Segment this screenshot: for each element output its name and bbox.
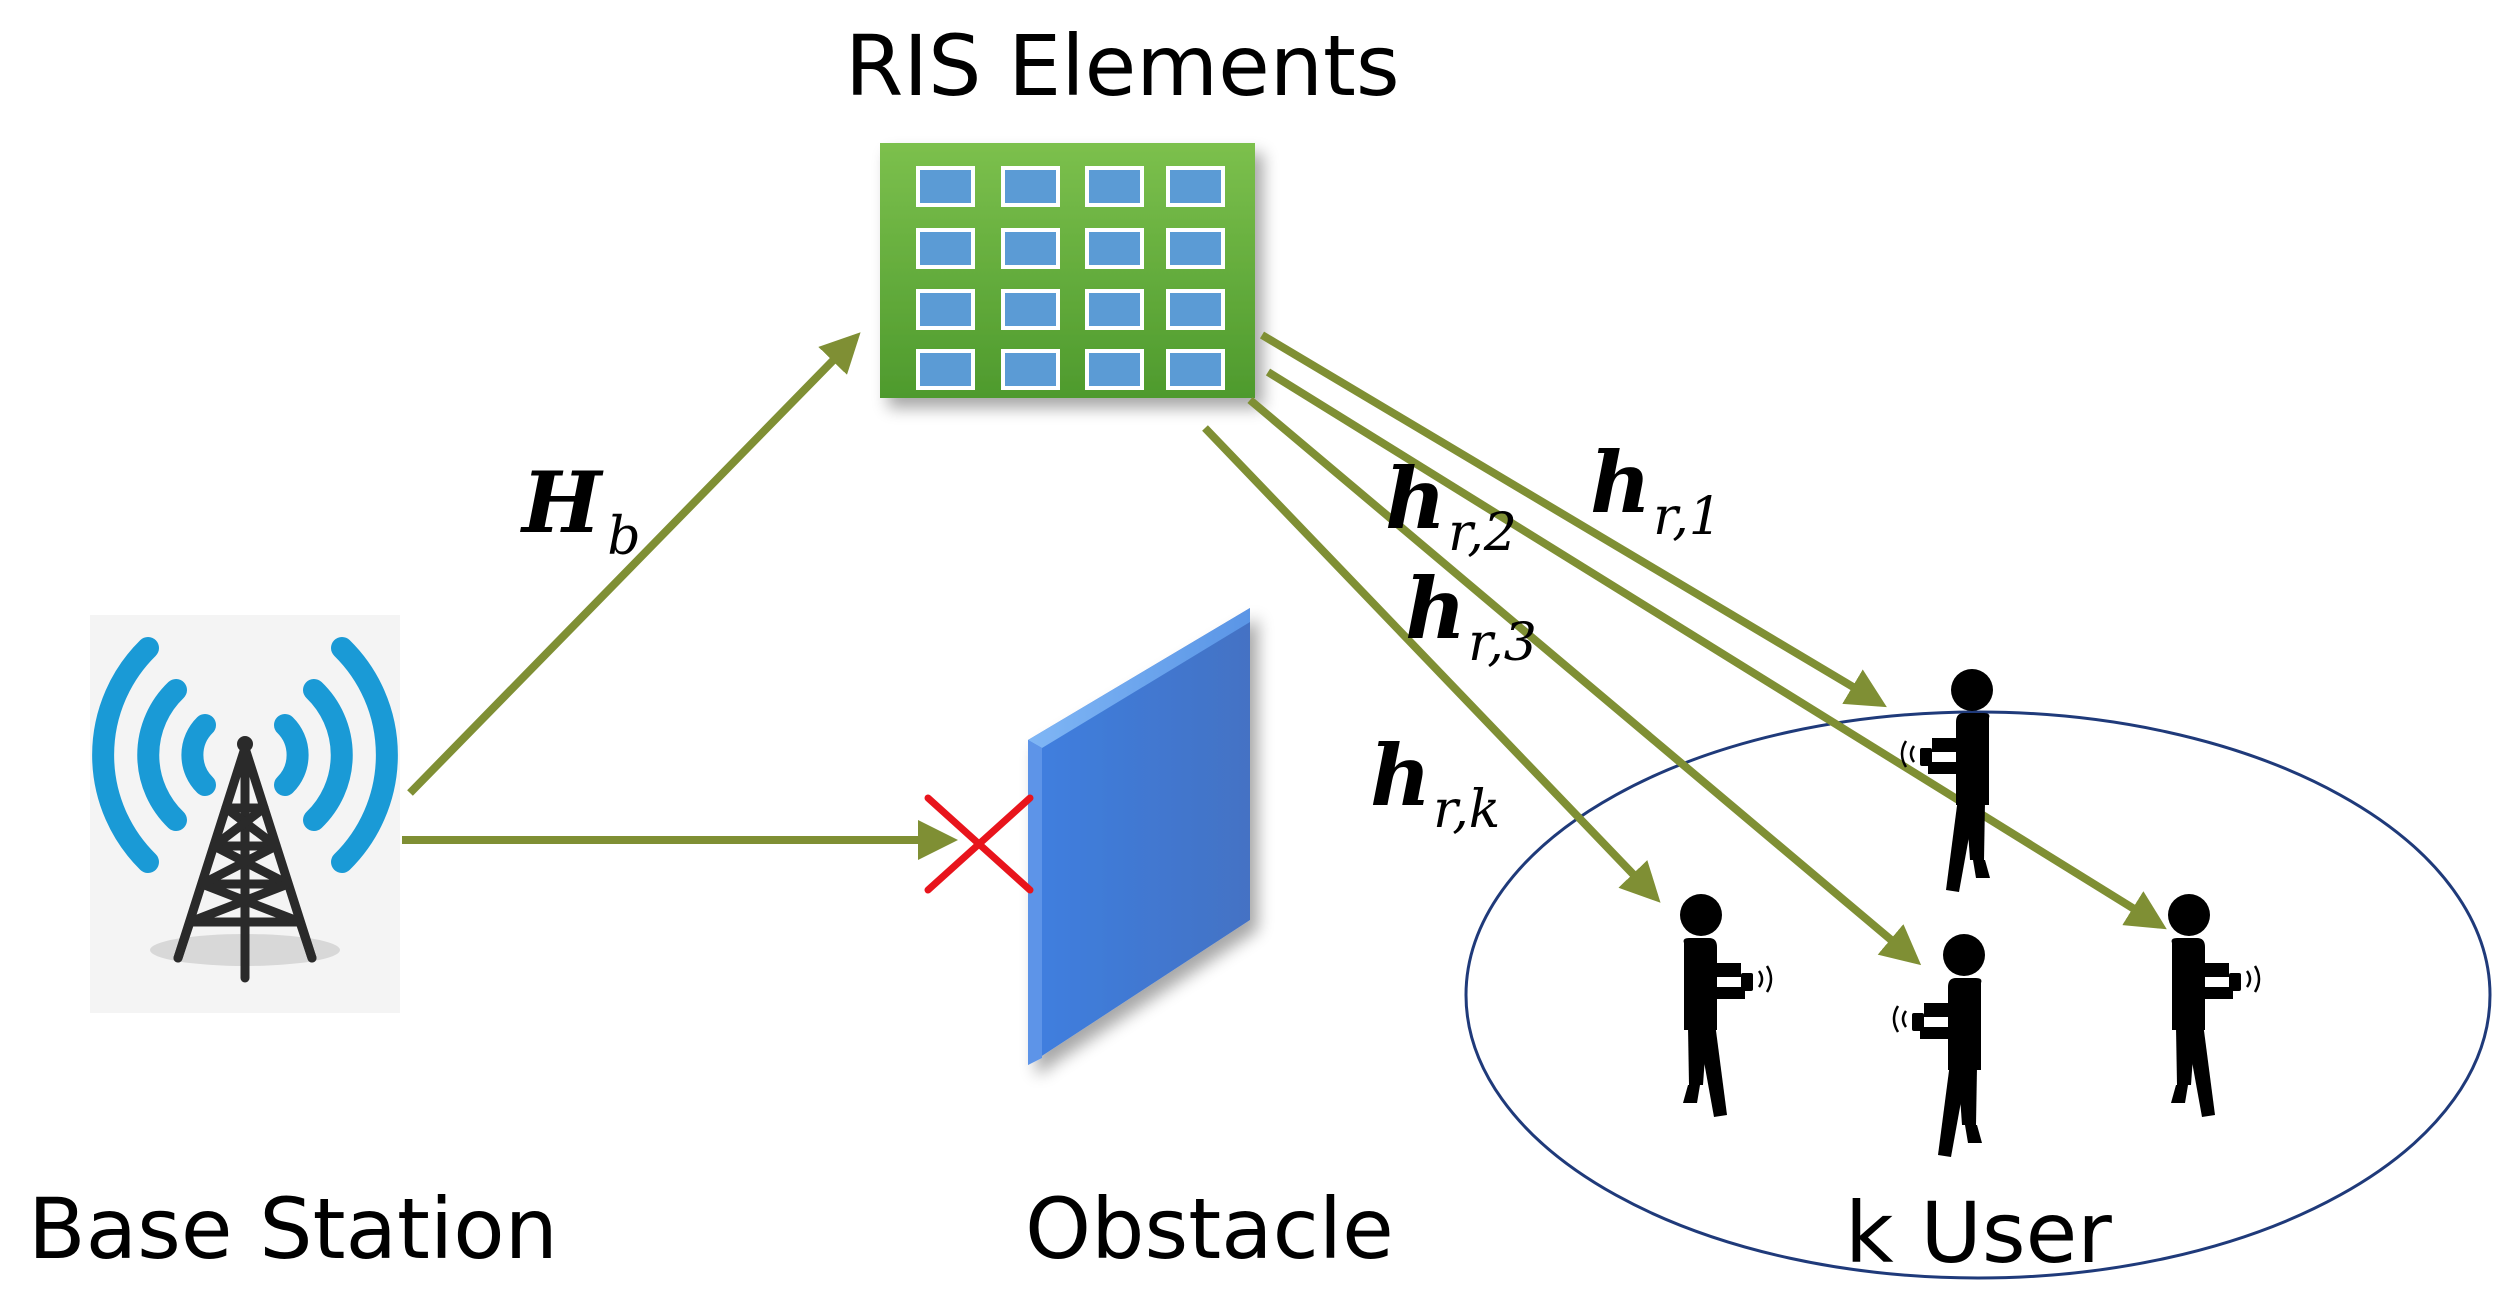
base-station-label: Base Station: [28, 1180, 558, 1278]
obstacle-label: Obstacle: [1025, 1180, 1394, 1278]
cross-mark-icon: [924, 794, 1034, 894]
channel-label-hrk: hr,k: [1370, 726, 1500, 840]
ris-panel: [880, 143, 1255, 398]
cell-tower-icon: [90, 615, 400, 1013]
arrow-bs-to-ris: [407, 332, 861, 796]
arrow-ris-to-user-1: [1259, 331, 1887, 708]
channel-label-hr2: hr,2: [1385, 449, 1517, 563]
ris-element-grid: [916, 166, 1225, 390]
person-with-phone-icon: [1902, 669, 1993, 892]
user-coverage-region: [1464, 710, 2492, 1280]
person-with-phone-icon: [1894, 934, 1985, 1157]
obstacle-wall: [1028, 608, 1250, 1065]
arrow-ris-to-user-k: [1202, 425, 1661, 903]
signal-waves-icon: [92, 637, 398, 873]
person-with-phone-icon: [2166, 892, 2261, 1119]
channel-label-hr3: hr,3: [1405, 559, 1537, 673]
ris-label: RIS Elements: [845, 17, 1400, 115]
arrow-ris-to-user-2: [1265, 368, 2167, 930]
arrow-ris-to-user-3: [1247, 396, 1922, 966]
users-label: k User: [1845, 1184, 2112, 1282]
channel-label-hr1: hr,1: [1590, 433, 1722, 547]
person-with-phone-icon: [1678, 892, 1773, 1119]
